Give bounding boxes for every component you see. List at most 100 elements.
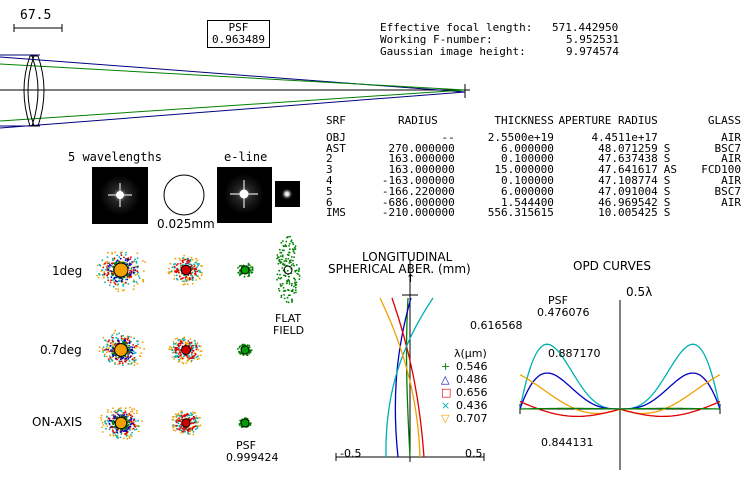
table-cell: 48.071259	[598, 141, 658, 155]
table-cell: 10.005425	[598, 206, 658, 220]
table-row: 4 -163.000000 0.100000 47.108774 S AIR	[326, 173, 741, 187]
eline-label: e-line	[224, 150, 268, 164]
legend-symbol: +	[441, 360, 451, 373]
table-cell: 163.000000	[388, 152, 455, 166]
col-header: THICKNESS	[494, 114, 554, 127]
table-row: 2 163.000000 0.100000 47.637438 S AIR	[326, 152, 741, 166]
wavelengths-label: 5 wavelengths	[68, 150, 162, 164]
table-cell: 15.000000	[494, 163, 554, 177]
opd-psf-value: 0.476076	[537, 306, 590, 319]
table-cell: S	[663, 152, 671, 166]
psf-top-label: PSF	[228, 21, 249, 34]
table-cell: S	[663, 173, 671, 187]
legend-symbol: △	[441, 373, 450, 386]
col-header: RADIUS	[398, 114, 438, 127]
table-cell: S	[663, 184, 671, 198]
table-row: AST 270.000000 6.000000 48.071259 S BSC7	[326, 141, 741, 155]
airy-disk-circle	[163, 174, 205, 216]
table-cell: 6	[326, 195, 333, 209]
table-cell: 4.4511e+17	[591, 130, 658, 144]
spot-diagrams	[96, 235, 301, 440]
spec-value: 9.974574	[566, 45, 619, 58]
table-cell: 47.641617	[598, 163, 658, 177]
table-cell: 46.969542	[598, 195, 658, 209]
table-cell: 163.000000	[388, 163, 455, 177]
spot-diagram	[171, 410, 202, 436]
field-label-1deg: 1deg	[52, 264, 83, 278]
lsa-curve	[379, 297, 421, 458]
table-cell: 4	[326, 173, 333, 187]
table-cell: --	[441, 130, 455, 144]
table-header-row: SRF RADIUS THICKNESS APERTURE RADIUS GLA…	[326, 114, 741, 127]
col-header: SRF	[326, 114, 346, 127]
spot-diagram	[167, 254, 204, 286]
lsa-marker-value: 0.616568	[470, 319, 523, 332]
spec-value: 5.952531	[566, 33, 619, 46]
col-header: APERTURE RADIUS	[558, 114, 658, 127]
spot-diagram	[99, 406, 144, 440]
table-cell: IMS	[326, 206, 346, 220]
legend-symbol: ▽	[441, 412, 450, 425]
table-cell: 6.000000	[500, 141, 554, 155]
col-header	[658, 116, 692, 127]
psf-top-value: 0.963489	[212, 33, 265, 46]
table-cell: AIR	[721, 195, 741, 209]
table-cell: AIR	[721, 173, 741, 187]
table-cell: 2.5500e+19	[487, 130, 554, 144]
optical-layout	[0, 54, 470, 129]
lsa-title: SPHERICAL ABER. (mm)	[328, 262, 471, 276]
airy-label: 0.025mm	[157, 217, 215, 231]
table-cell: S	[663, 195, 671, 209]
spot-diagram	[237, 343, 253, 357]
table-cell: 47.637438	[598, 152, 658, 166]
table-cell: 0.100000	[500, 152, 554, 166]
table-cell: 3	[326, 163, 333, 177]
spot-diagram	[98, 329, 146, 366]
legend-value: 0.656	[456, 386, 488, 399]
lsa-axis-max: 0.5	[465, 447, 483, 460]
table-cell: BSC7	[714, 184, 741, 198]
opd-scale-label: 0.5λ	[626, 285, 653, 299]
lsa-title: LONGITUDINAL	[362, 250, 453, 264]
spec-value: 571.442950	[552, 21, 619, 34]
opd-value-b: 0.844131	[541, 436, 594, 449]
table-cell: S	[663, 141, 671, 155]
spec-label: Effective focal length:	[380, 21, 533, 34]
spec-label: Gaussian image height:	[380, 45, 526, 58]
spot-psf-value: 0.999424	[226, 451, 279, 464]
table-cell: 270.000000	[388, 141, 455, 155]
field-label-on-axis: ON-AXIS	[32, 415, 83, 429]
spot-psf-label: PSF	[236, 439, 256, 452]
spec-label: Working F-number:	[380, 33, 493, 46]
opd-plot	[519, 300, 721, 470]
spot-diagram	[237, 262, 254, 278]
table-cell: 0.100000	[500, 173, 554, 187]
table-cell: OBJ	[326, 130, 346, 144]
opd-psf-label: PSF	[548, 294, 568, 307]
col-header: GLASS	[707, 114, 741, 127]
table-cell: BSC7	[714, 141, 741, 155]
lsa-scale-arrow: ↑	[406, 272, 415, 285]
table-cell	[691, 208, 741, 219]
table-cell: -163.000000	[381, 173, 455, 187]
table-cell: AST	[326, 141, 346, 155]
scale-bar	[13, 24, 63, 32]
flat-field-label: FIELD	[273, 324, 305, 337]
opd-title: OPD CURVES	[573, 259, 651, 273]
flat-field-label: FLAT	[275, 312, 302, 325]
legend-symbol: ×	[441, 399, 451, 412]
lsa-plot: ↑	[335, 260, 485, 462]
table-cell: 2	[326, 152, 333, 166]
lsa-axis-min: -0.5	[340, 447, 362, 460]
table-cell: FCD100	[701, 163, 741, 177]
table-cell: 47.108774	[598, 173, 658, 187]
table-cell: AIR	[721, 152, 741, 166]
lsa-curve	[405, 297, 411, 458]
legend-value: 0.707	[456, 412, 488, 425]
opd-curve	[520, 407, 720, 410]
table-cell: -210.000000	[381, 206, 455, 220]
table-cell: S	[663, 206, 671, 220]
